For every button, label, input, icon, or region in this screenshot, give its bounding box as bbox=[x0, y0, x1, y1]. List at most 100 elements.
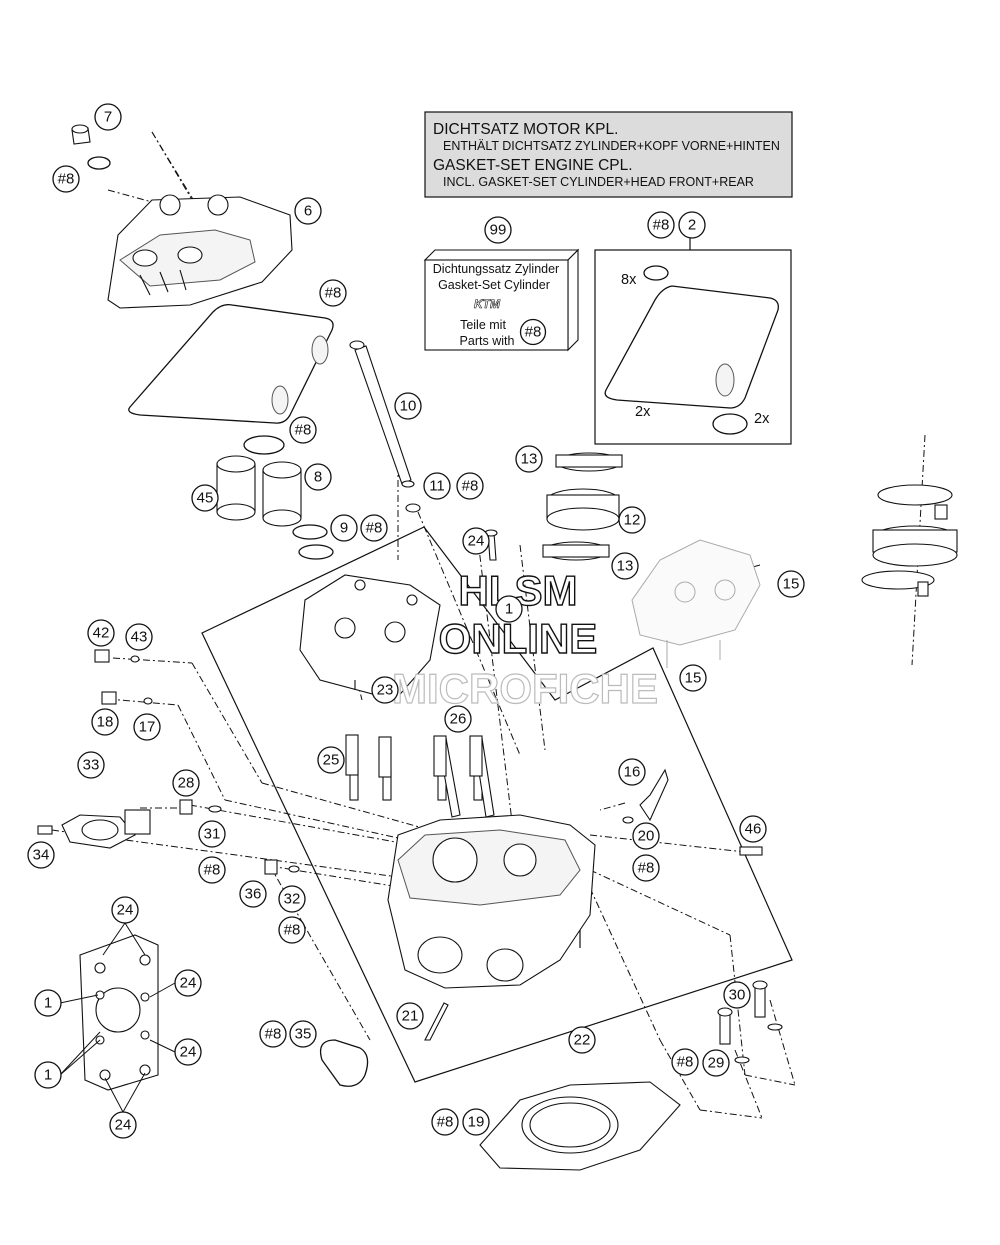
pointer-line bbox=[149, 982, 176, 998]
svg-text:#8: #8 bbox=[437, 1114, 454, 1131]
callout-ref-8: #8 bbox=[456, 472, 484, 500]
callout-1: 1 bbox=[495, 595, 523, 623]
valve-cover bbox=[107, 194, 293, 309]
callout-ref-8: #8 bbox=[671, 1048, 699, 1076]
svg-text:#8: #8 bbox=[462, 478, 479, 495]
camshaft-carrier-ghost bbox=[631, 539, 761, 668]
callout-35: 35 bbox=[289, 1020, 317, 1048]
svg-text:21: 21 bbox=[402, 1008, 419, 1025]
callout-19: 19 bbox=[462, 1108, 490, 1136]
seal-qty: 8x bbox=[621, 272, 637, 288]
callout-ref-8: #8 bbox=[198, 856, 226, 884]
cylinder-head bbox=[349, 737, 596, 989]
note-line-1: DICHTSATZ MOTOR KPL. bbox=[433, 121, 618, 138]
callout-ref-8: #8 bbox=[259, 1020, 287, 1048]
svg-text:1: 1 bbox=[505, 601, 513, 618]
callout-8: 8 bbox=[304, 463, 332, 491]
callout-29: 29 bbox=[702, 1049, 730, 1077]
ring-qty: 2x bbox=[754, 411, 770, 427]
callout-6: 6 bbox=[294, 197, 322, 225]
callout-24: 24 bbox=[462, 527, 490, 555]
callout-34: 34 bbox=[27, 841, 55, 869]
valve-cover-gasket bbox=[128, 304, 334, 424]
callout-43: 43 bbox=[125, 623, 153, 651]
svg-text:19: 19 bbox=[468, 1114, 485, 1131]
o-ring-gasket bbox=[319, 1039, 369, 1087]
svg-text:24: 24 bbox=[117, 902, 134, 919]
callout-15: 15 bbox=[777, 570, 805, 598]
callout-24: 24 bbox=[109, 1111, 137, 1139]
svg-text:46: 46 bbox=[745, 821, 762, 838]
svg-text:36: 36 bbox=[245, 886, 262, 903]
callout-12: 12 bbox=[618, 506, 646, 534]
svg-text:18: 18 bbox=[97, 714, 114, 731]
svg-text:23: 23 bbox=[377, 682, 394, 699]
svg-text:43: 43 bbox=[131, 629, 148, 646]
svg-text:45: 45 bbox=[197, 490, 214, 507]
callout-22: 22 bbox=[568, 1026, 596, 1054]
note-line-2: ENTHÄLT DICHTSATZ ZYLINDER+KOPF VORNE+HI… bbox=[443, 139, 780, 153]
svg-text:#8: #8 bbox=[366, 520, 383, 537]
svg-text:11: 11 bbox=[429, 478, 445, 495]
watermark: HLSM ONLINE MICROFICHE bbox=[391, 566, 658, 712]
callout-10: 10 bbox=[394, 392, 422, 420]
callout-21: 21 bbox=[396, 1002, 424, 1030]
watermark-line-3: MICROFICHE bbox=[392, 665, 658, 712]
banjo-fittings bbox=[37, 649, 300, 875]
callout-18: 18 bbox=[91, 708, 119, 736]
pointer-line bbox=[102, 922, 126, 956]
svg-text:#8: #8 bbox=[58, 171, 75, 188]
svg-text:15: 15 bbox=[783, 576, 800, 593]
callout-20: 20 bbox=[632, 822, 660, 850]
plug-shaft-seals bbox=[216, 435, 334, 560]
callout-28: 28 bbox=[172, 769, 200, 797]
kit-line-3: Teile mit bbox=[460, 318, 506, 332]
kit-line-2: Gasket-Set Cylinder bbox=[438, 278, 550, 292]
svg-text:13: 13 bbox=[617, 558, 634, 575]
callout-36: 36 bbox=[239, 880, 267, 908]
svg-text:16: 16 bbox=[624, 764, 641, 781]
svg-text:24: 24 bbox=[115, 1117, 132, 1134]
pointer-line bbox=[149, 1039, 176, 1053]
pointer-line bbox=[104, 1077, 124, 1113]
head-gasket bbox=[479, 1081, 681, 1171]
svg-text:99: 99 bbox=[490, 222, 507, 239]
svg-text:42: 42 bbox=[93, 625, 110, 642]
callout-7: 7 bbox=[94, 103, 122, 131]
svg-text:#8: #8 bbox=[204, 862, 221, 879]
callout-17: 17 bbox=[133, 713, 161, 741]
svg-text:22: 22 bbox=[574, 1032, 591, 1049]
svg-text:25: 25 bbox=[323, 752, 340, 769]
callout-13: 13 bbox=[515, 445, 543, 473]
callout-45: 45 bbox=[191, 484, 219, 512]
svg-text:12: 12 bbox=[624, 512, 641, 529]
callout-1: 1 bbox=[34, 989, 62, 1017]
bleed-fitting bbox=[739, 846, 763, 856]
svg-text:#8: #8 bbox=[653, 217, 670, 234]
svg-text:#8: #8 bbox=[525, 324, 542, 341]
pointer-line bbox=[59, 1039, 101, 1076]
svg-text:#8: #8 bbox=[677, 1054, 694, 1071]
callout-24: 24 bbox=[111, 896, 139, 924]
svg-text:7: 7 bbox=[104, 109, 112, 126]
callout-30: 30 bbox=[723, 981, 751, 1009]
pointer-line bbox=[59, 1031, 101, 1076]
svg-text:17: 17 bbox=[139, 719, 156, 736]
callout-32: 32 bbox=[278, 885, 306, 913]
svg-text:1: 1 bbox=[44, 1067, 52, 1084]
callout-ref-8: #8 bbox=[647, 211, 675, 239]
valve-guides bbox=[345, 734, 483, 778]
cover-screw-seal bbox=[87, 156, 111, 170]
callout-33: 33 bbox=[77, 751, 105, 779]
gasket-set-frame: 8x 2x 2x bbox=[594, 237, 792, 445]
callout-9: 9 bbox=[330, 514, 358, 542]
temp-sensor bbox=[639, 768, 669, 822]
svg-text:2: 2 bbox=[688, 217, 696, 234]
intake-flange bbox=[542, 452, 623, 561]
callout-23: 23 bbox=[371, 676, 399, 704]
svg-text:#8: #8 bbox=[265, 1026, 282, 1043]
callout-46: 46 bbox=[739, 815, 767, 843]
oil-tube bbox=[349, 340, 415, 488]
callout-ref-8: #8 bbox=[360, 514, 388, 542]
